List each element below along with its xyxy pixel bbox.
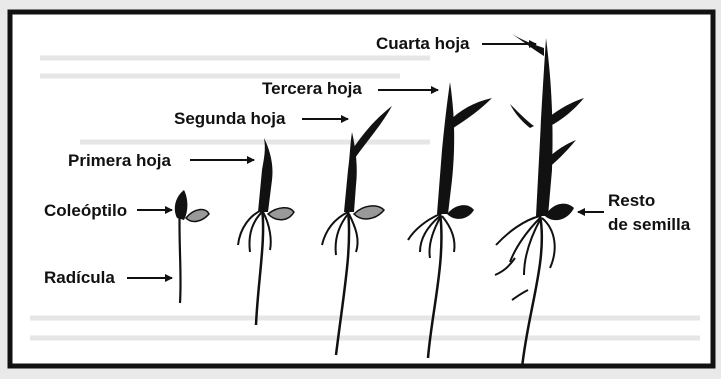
label-resto-line2: de semilla <box>608 215 691 234</box>
seminal-roots <box>407 213 456 259</box>
seed-remnant <box>447 205 474 219</box>
seminal-roots <box>321 211 359 256</box>
label-tercera-hoja-text: Tercera hoja <box>262 79 362 98</box>
label-tercera-hoja: Tercera hoja <box>262 79 439 98</box>
label-primera-hoja-text: Primera hoja <box>68 151 172 170</box>
label-segunda-hoja: Segunda hoja <box>174 109 349 128</box>
primary-root <box>254 207 265 326</box>
label-coleoptilo-text: Coleóptilo <box>44 201 127 220</box>
first-leaf-stage <box>237 138 295 326</box>
lower-leaf-shape <box>546 140 576 168</box>
first-leaf-shape <box>258 138 273 212</box>
primary-root <box>520 214 544 369</box>
label-primera-hoja: Primera hoja <box>68 151 255 170</box>
label-coleoptilo: Coleóptilo <box>44 201 173 220</box>
coleoptile-shape <box>174 190 188 220</box>
label-cuarta-hoja-text: Cuarta hoja <box>376 34 470 53</box>
label-segunda-hoja-text: Segunda hoja <box>174 109 286 128</box>
third-leaf-stage <box>407 82 492 359</box>
primary-root <box>426 211 443 359</box>
seed-remnant <box>545 203 574 221</box>
seed-shape <box>184 208 210 223</box>
label-cuarta-hoja: Cuarta hoja <box>376 34 537 53</box>
faint-bleed-lines <box>30 55 700 341</box>
second-leaf-stage <box>321 106 392 356</box>
seminal-roots <box>494 215 556 301</box>
label-resto-de-semilla: Resto de semilla <box>577 191 691 234</box>
second-leaf-shape <box>352 106 392 158</box>
stem-leaves <box>536 38 553 216</box>
seed-shape <box>352 205 386 220</box>
upper-leaf-shape <box>548 98 584 126</box>
label-radicula-text: Radícula <box>44 268 115 287</box>
label-resto-line1: Resto <box>608 191 655 210</box>
side-leaf-shape <box>510 104 534 128</box>
seed-shape <box>266 207 295 221</box>
stem-leaves <box>437 82 455 214</box>
diagram-panel <box>7 9 716 369</box>
label-radicula: Radícula <box>44 268 173 287</box>
coleoptile-stage <box>174 190 210 304</box>
primary-root <box>334 209 351 356</box>
fourth-leaf-stage <box>494 34 584 369</box>
third-leaf-shape <box>448 98 492 130</box>
